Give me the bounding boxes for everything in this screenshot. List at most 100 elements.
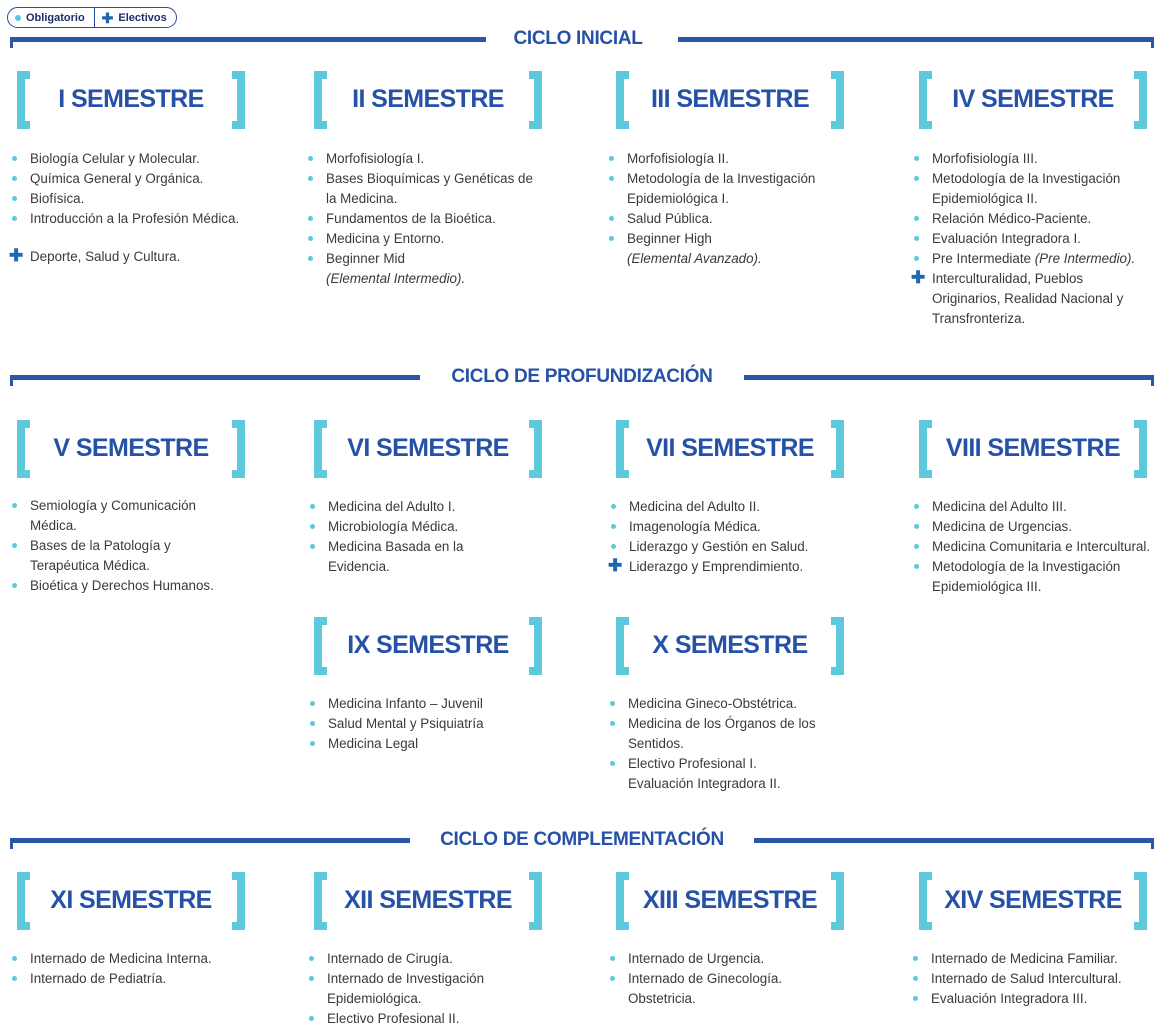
plus-icon: ✚ bbox=[9, 246, 24, 265]
list-item: Liderazgo y Gestión en Salud. bbox=[609, 537, 849, 557]
course-list-s11: Internado de Medicina Interna. Internado… bbox=[10, 949, 250, 989]
list-item: Morfofisiología II. bbox=[607, 149, 847, 169]
course-list-s14: Internado de Medicina Familiar. Internad… bbox=[911, 949, 1156, 1009]
semester-title: XII SEMESTRE bbox=[344, 886, 512, 914]
list-item: Evaluación Integradora II. bbox=[628, 776, 781, 791]
semester-header-12: XII SEMESTRE bbox=[314, 872, 542, 930]
course-label: Pre Intermediate bbox=[932, 251, 1035, 266]
list-item: Internado de Investigación Epidemiológic… bbox=[307, 969, 537, 1009]
list-item: Salud Pública. bbox=[607, 209, 847, 229]
semester-title: VI SEMESTRE bbox=[347, 434, 509, 462]
list-item: Internado de Salud Intercultural. bbox=[911, 969, 1156, 989]
semester-title: X SEMESTRE bbox=[652, 631, 808, 659]
semester-header-10: X SEMESTRE bbox=[616, 617, 844, 675]
cycle-header-complement: CICLO DE COMPLEMENTACIÓN bbox=[10, 830, 1154, 850]
elective-item: ✚ Interculturalidad, Pueblos Originarios,… bbox=[911, 268, 1152, 329]
course-label: Beginner High bbox=[627, 231, 712, 246]
list-item: Metodología de la Investigación Epidemio… bbox=[912, 557, 1152, 597]
legend: Obligatorio ✚ Electivos bbox=[7, 7, 177, 28]
list-item: Relación Médico-Paciente. bbox=[912, 209, 1152, 229]
list-item: Bioética y Derechos Humanos. bbox=[10, 576, 240, 596]
elective-item: ✚ Deporte, Salud y Cultura. bbox=[9, 246, 240, 267]
list-item: Medicina Basada en la Evidencia. bbox=[308, 537, 508, 577]
semester-header-5: V SEMESTRE bbox=[17, 420, 245, 478]
list-item: Internado de Ginecología. Obstetricia. bbox=[608, 969, 828, 1009]
plus-icon: ✚ bbox=[911, 268, 926, 287]
semester-header-9: IX SEMESTRE bbox=[314, 617, 542, 675]
list-item: Medicina Gineco-Obstétrica. bbox=[608, 694, 848, 714]
semester-header-4: IV SEMESTRE bbox=[919, 71, 1147, 129]
semester-title: XIV SEMESTRE bbox=[944, 886, 1122, 914]
semester-header-11: XI SEMESTRE bbox=[17, 872, 245, 930]
semester-title: V SEMESTRE bbox=[53, 434, 209, 462]
list-item: Introducción a la Profesión Médica. bbox=[10, 209, 240, 229]
list-item: Medicina y Entorno. bbox=[306, 229, 538, 249]
list-item: Medicina Comunitaria e Intercultural. bbox=[912, 537, 1152, 557]
course-list-s7: Medicina del Adulto II. Imagenología Méd… bbox=[608, 497, 849, 577]
list-item: Morfofisiología III. bbox=[912, 149, 1152, 169]
list-item: Beginner High (Elemental Avanzado). bbox=[607, 229, 847, 269]
plus-icon: ✚ bbox=[608, 556, 623, 575]
list-item: Electivo Profesional I. bbox=[608, 754, 848, 774]
course-list-s2: Morfofisiología I. Bases Bioquímicas y G… bbox=[306, 149, 538, 289]
semester-title: VII SEMESTRE bbox=[646, 434, 814, 462]
course-level: (Elemental Intermedio). bbox=[326, 271, 466, 286]
course-list-s6: Medicina del Adulto I. Microbiología Méd… bbox=[308, 497, 508, 577]
cycle-header-deepening: CICLO DE PROFUNDIZACIÓN bbox=[10, 367, 1154, 387]
course-list-s1: Biología Celular y Molecular. Química Ge… bbox=[9, 149, 240, 267]
dot-icon bbox=[15, 14, 21, 21]
list-item: Biología Celular y Molecular. bbox=[10, 149, 240, 169]
list-item: Medicina del Adulto I. bbox=[308, 497, 508, 517]
list-item: Medicina del Adulto III. bbox=[912, 497, 1152, 517]
list-item: Metodología de la Investigación Epidemio… bbox=[607, 169, 847, 209]
cycle-title: CICLO DE PROFUNDIZACIÓN bbox=[451, 366, 713, 387]
list-item: Imagenología Médica. bbox=[609, 517, 849, 537]
list-item: Fundamentos de la Bioética. bbox=[306, 209, 538, 229]
course-level: (Elemental Avanzado). bbox=[627, 251, 762, 266]
legend-mandatory-label: Obligatorio bbox=[26, 11, 85, 24]
course-list-s13: Internado de Urgencia. Internado de Gine… bbox=[608, 949, 828, 1009]
semester-header-14: XIV SEMESTRE bbox=[919, 872, 1147, 930]
list-item: Evaluación Integradora I. bbox=[912, 229, 1152, 249]
course-list-s4: Morfofisiología III. Metodología de la I… bbox=[911, 149, 1152, 329]
semester-header-8: VIII SEMESTRE bbox=[919, 420, 1147, 478]
list-item: Evaluación Integradora III. bbox=[911, 989, 1156, 1009]
semester-title: IX SEMESTRE bbox=[347, 631, 509, 659]
list-item: Internado de Medicina Interna. bbox=[10, 949, 250, 969]
semester-title: III SEMESTRE bbox=[650, 85, 810, 113]
semester-title: I SEMESTRE bbox=[58, 85, 204, 113]
list-item: Medicina de Urgencias. bbox=[912, 517, 1152, 537]
legend-mandatory: Obligatorio bbox=[8, 8, 94, 27]
semester-header-13: XIII SEMESTRE bbox=[616, 872, 844, 930]
list-item: Beginner Mid(Elemental Intermedio). bbox=[306, 249, 538, 289]
semester-header-6: VI SEMESTRE bbox=[314, 420, 542, 478]
course-list-s5: Semiología y Comunicación Médica. Bases … bbox=[10, 496, 240, 596]
course-list-s12: Internado de Cirugía. Internado de Inves… bbox=[307, 949, 537, 1029]
list-item: Morfofisiología I. bbox=[306, 149, 538, 169]
semester-header-3: III SEMESTRE bbox=[616, 71, 844, 129]
list-item: Química General y Orgánica. bbox=[10, 169, 240, 189]
semester-title: VIII SEMESTRE bbox=[945, 434, 1121, 462]
semester-title: IV SEMESTRE bbox=[952, 85, 1114, 113]
list-item: Bases de la Patología y Terapéutica Médi… bbox=[10, 536, 240, 576]
semester-title: XIII SEMESTRE bbox=[642, 886, 818, 914]
elective-label: Deporte, Salud y Cultura. bbox=[30, 249, 181, 264]
semester-header-2: II SEMESTRE bbox=[314, 71, 542, 129]
elective-label: Interculturalidad, Pueblos Originarios, … bbox=[932, 271, 1124, 326]
list-item: Medicina Infanto – Juvenil bbox=[308, 694, 538, 714]
semester-header-1: I SEMESTRE bbox=[17, 71, 245, 129]
list-item: Internado de Urgencia. bbox=[608, 949, 828, 969]
course-list-s3: Morfofisiología II. Metodología de la In… bbox=[607, 149, 847, 269]
cycle-header-initial: CICLO INICIAL bbox=[10, 29, 1154, 49]
legend-electives-label: Electivos bbox=[118, 11, 167, 24]
elective-label: Liderazgo y Emprendimiento. bbox=[629, 559, 804, 574]
list-item: Pre Intermediate (Pre Intermedio). bbox=[912, 249, 1152, 269]
cycle-title: CICLO DE COMPLEMENTACIÓN bbox=[440, 829, 724, 850]
list-item: Semiología y Comunicación Médica. bbox=[10, 496, 240, 536]
legend-electives: ✚ Electivos bbox=[93, 8, 176, 27]
plus-icon: ✚ bbox=[101, 9, 114, 26]
course-level: (Pre Intermedio). bbox=[1034, 251, 1136, 266]
list-item: Medicina Legal bbox=[308, 734, 538, 754]
list-item: Electivo Profesional II. bbox=[307, 1009, 537, 1029]
semester-title: II SEMESTRE bbox=[352, 85, 504, 113]
